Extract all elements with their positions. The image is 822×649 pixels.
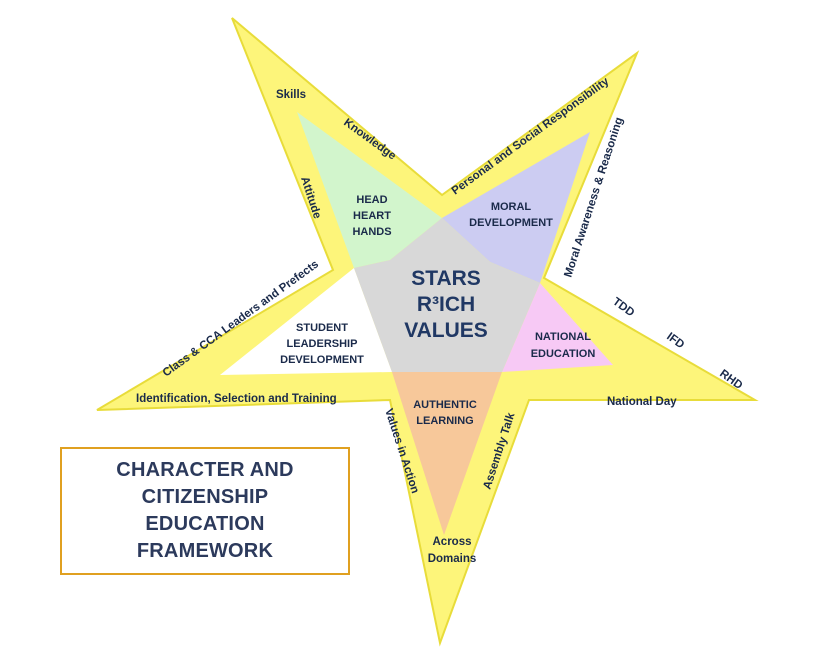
student-label: STUDENT (296, 322, 348, 334)
hands-label: HANDS (352, 226, 391, 238)
heart-label: HEART (353, 210, 391, 222)
title-line-1: CHARACTER AND (116, 459, 294, 481)
student-development-label: DEVELOPMENT (280, 354, 364, 366)
title-line-3: EDUCATION (145, 513, 265, 535)
ifd-label: IFD (664, 331, 686, 352)
center-line-1: STARS (411, 267, 481, 290)
national-day-label: National Day (607, 396, 677, 408)
leadership-label: LEADERSHIP (287, 338, 358, 350)
learning-label: LEARNING (416, 415, 473, 427)
authentic-label: AUTHENTIC (413, 399, 477, 411)
center-line-3: VALUES (404, 319, 488, 342)
identification-label: Identification, Selection and Training (136, 393, 337, 405)
segment-national-education (502, 283, 613, 372)
education-label: EDUCATION (531, 348, 596, 360)
segment-moral-development (442, 132, 590, 283)
tdd-label: TDD (610, 296, 636, 320)
framework-title-box: CHARACTER AND CITIZENSHIP EDUCATION FRAM… (60, 447, 350, 575)
domains-label: Domains (428, 553, 477, 565)
title-line-2: CITIZENSHIP (141, 486, 269, 508)
across-label: Across (433, 536, 472, 548)
head-label: HEAD (356, 194, 387, 206)
skills-label: Skills (276, 89, 306, 101)
title-line-4: FRAMEWORK (136, 540, 274, 562)
moral-label: MORAL (491, 201, 532, 213)
segment-authentic-learning (392, 372, 502, 535)
national-label: NATIONAL (535, 331, 591, 343)
development-label: DEVELOPMENT (469, 217, 553, 229)
center-line-2: R³ICH (417, 293, 475, 316)
segment-student-leadership (220, 268, 392, 375)
segment-head-heart-hands (297, 112, 442, 268)
center-pentagon (354, 218, 540, 372)
